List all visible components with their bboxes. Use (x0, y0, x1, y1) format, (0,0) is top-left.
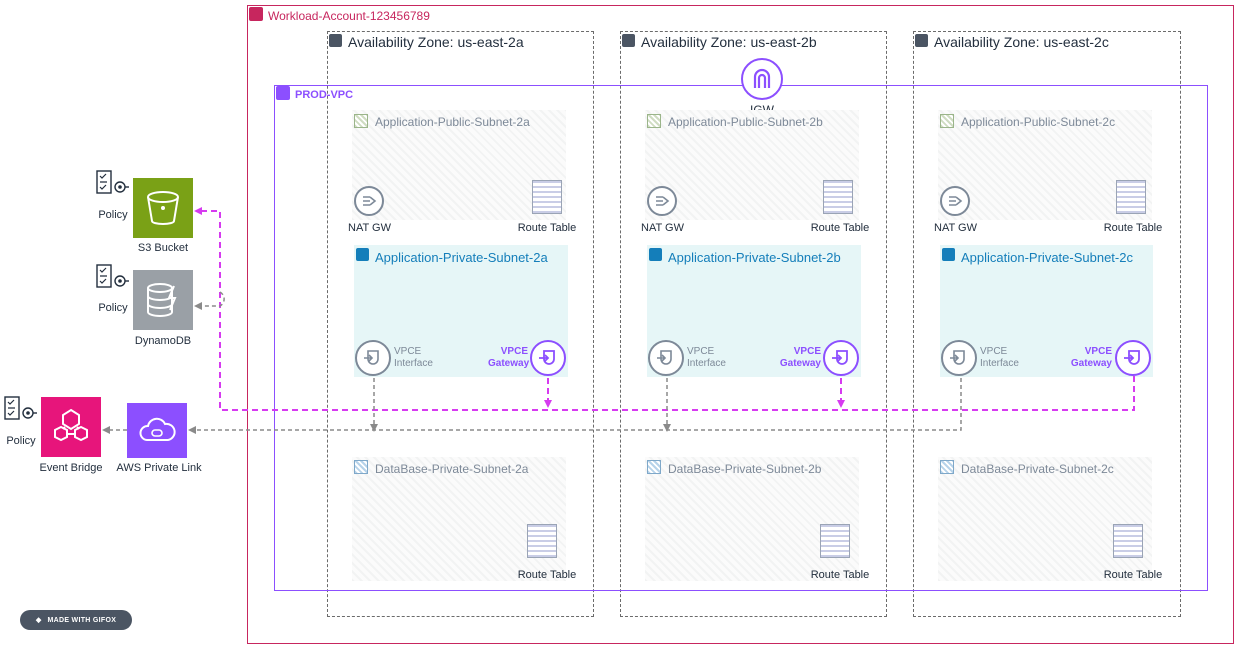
public-subnet-title-b: Application-Public-Subnet-2b (668, 115, 823, 129)
database-subnet-title-b: DataBase-Private-Subnet-2b (668, 462, 822, 476)
public-subnet-title-a: Application-Public-Subnet-2a (375, 115, 530, 129)
route-table-icon (532, 180, 562, 214)
nat-gateway-icon (647, 186, 677, 216)
route-table-label: Route Table (1103, 569, 1163, 581)
policy-label: Policy (98, 209, 128, 221)
route-table-label: Route Table (517, 222, 577, 234)
vpc-endpoint-gateway-icon (823, 340, 859, 376)
policy-label: Policy (98, 302, 128, 314)
database-subnet-icon (354, 460, 368, 474)
route-table-icon (1116, 180, 1146, 214)
account-boundary (247, 5, 1234, 644)
watermark-badge: ◆ MADE WITH GIFOX (20, 610, 132, 630)
policy-label: Policy (6, 435, 36, 447)
route-table-label: Route Table (810, 222, 870, 234)
database-subnet-icon (647, 460, 661, 474)
privatelink-label: AWS Private Link (116, 462, 202, 474)
availability-zone-b (620, 31, 887, 617)
vpc-title: PROD-VPC (295, 89, 354, 101)
availability-zone-icon (622, 34, 635, 47)
eventbridge-label: Event Bridge (39, 462, 103, 474)
s3-label: S3 Bucket (137, 242, 189, 254)
public-subnet-a (352, 110, 566, 220)
public-subnet-icon (647, 114, 661, 128)
nat-gateway-icon (354, 186, 384, 216)
public-subnet-icon (940, 114, 954, 128)
vpc-endpoint-gateway-icon (1115, 340, 1151, 376)
vpc-endpoint-interface-icon (941, 340, 977, 376)
privatelink-icon (127, 403, 187, 458)
database-subnet-c (938, 457, 1152, 581)
nat-gw-label: NAT GW (348, 222, 391, 234)
vpc-icon (276, 86, 290, 100)
database-subnet-b (645, 457, 859, 581)
route-table-icon (823, 180, 853, 214)
route-table-icon (820, 524, 850, 558)
gateway-path-to-s3 (194, 207, 1135, 411)
route-table-label: Route Table (810, 569, 870, 581)
lock-icon (356, 248, 369, 261)
lock-icon (649, 248, 662, 261)
database-subnet-icon (940, 460, 954, 474)
interface-path-to-privatelink (188, 378, 962, 434)
account-icon (249, 7, 263, 21)
availability-zone-icon (329, 34, 342, 47)
internet-gateway-icon (741, 58, 783, 100)
nat-gw-label: NAT GW (641, 222, 684, 234)
route-table-label: Route Table (517, 569, 577, 581)
database-subnet-title-c: DataBase-Private-Subnet-2c (961, 462, 1114, 476)
availability-zone-icon (915, 34, 928, 47)
policy-icon (4, 396, 38, 427)
public-subnet-title-c: Application-Public-Subnet-2c (961, 115, 1116, 129)
fox-icon: ◆ (35, 617, 42, 624)
private-subnet-title-c: Application-Private-Subnet-2c (961, 250, 1133, 265)
vpc-endpoint-gateway-icon (530, 340, 566, 376)
nat-gw-label: NAT GW (934, 222, 977, 234)
watermark-text: MADE WITH GIFOX (47, 616, 117, 624)
account-title: Workload-Account-123456789 (268, 9, 430, 23)
route-table-icon (1113, 524, 1143, 558)
policy-icon (96, 264, 130, 295)
private-subnet-title-b: Application-Private-Subnet-2b (668, 250, 841, 265)
route-table-icon (527, 524, 557, 558)
availability-zone-c (913, 31, 1181, 617)
database-subnet-a (352, 457, 566, 581)
route-table-label: Route Table (1103, 222, 1163, 234)
vpc-boundary (274, 85, 1208, 591)
nat-gateway-icon (940, 186, 970, 216)
database-subnet-title-a: DataBase-Private-Subnet-2a (375, 462, 529, 476)
public-subnet-icon (354, 114, 368, 128)
az-title-a: Availability Zone: us-east-2a (348, 34, 524, 50)
policy-icon (96, 170, 130, 201)
availability-zone-a (327, 31, 594, 617)
dynamodb-path (194, 291, 225, 310)
private-subnet-title-a: Application-Private-Subnet-2a (375, 250, 548, 265)
s3-bucket-icon (133, 178, 193, 238)
eventbridge-icon (41, 397, 101, 457)
az-title-c: Availability Zone: us-east-2c (934, 34, 1109, 50)
lock-icon (942, 248, 955, 261)
dynamodb-icon (133, 270, 193, 330)
dynamodb-label: DynamoDB (134, 335, 192, 347)
vpc-endpoint-interface-icon (355, 340, 391, 376)
az-title-b: Availability Zone: us-east-2b (641, 34, 817, 50)
vpc-endpoint-interface-icon (648, 340, 684, 376)
